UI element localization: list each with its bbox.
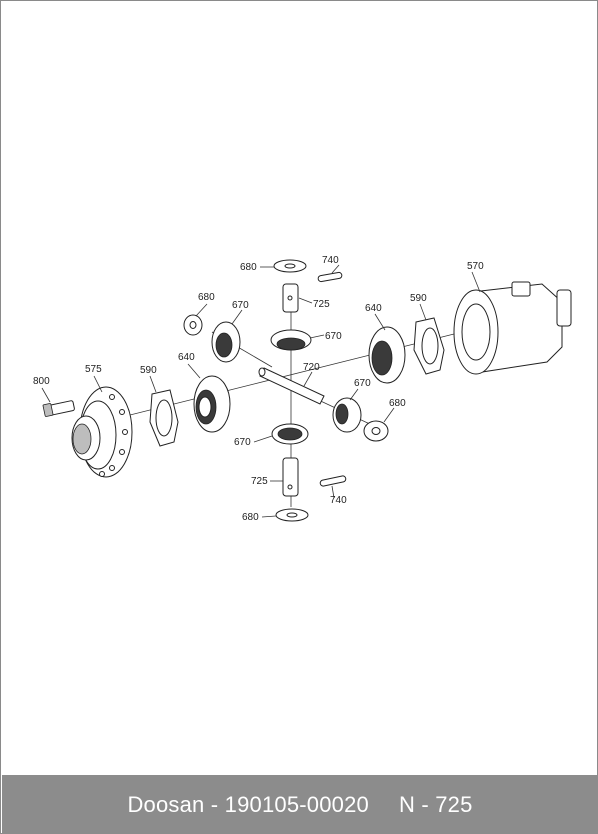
callout-575: 575 bbox=[85, 364, 102, 375]
part-680-right-washer bbox=[363, 420, 389, 442]
part-640-right-gear bbox=[368, 326, 406, 384]
part-725-bottom-shaft bbox=[282, 457, 299, 497]
callout-590-right: 590 bbox=[410, 293, 427, 304]
part-640-left-gear bbox=[193, 375, 231, 433]
callout-670-right: 670 bbox=[354, 378, 371, 389]
callout-670-left: 670 bbox=[232, 300, 249, 311]
callout-670-bottom: 670 bbox=[234, 437, 251, 448]
callout-800: 800 bbox=[33, 376, 50, 387]
callout-leaders bbox=[41, 264, 481, 518]
callout-680-bottom: 680 bbox=[242, 512, 259, 523]
part-800-bolt bbox=[42, 400, 75, 417]
exploded-parts-diagram: 680 740 725 570 680 670 640 590 670 720 … bbox=[33, 255, 572, 523]
callout-725-top: 725 bbox=[313, 299, 330, 310]
callout-680-top: 680 bbox=[240, 262, 257, 273]
callout-725-bottom: 725 bbox=[251, 476, 268, 487]
part-570-case bbox=[453, 281, 572, 375]
part-670-top-pinion bbox=[270, 329, 312, 351]
part-725-top-shaft bbox=[282, 283, 299, 313]
callout-740-top: 740 bbox=[322, 255, 339, 266]
part-680-top-washer bbox=[273, 259, 307, 273]
footer-bar: Doosan - 190105-00020 N - 725 bbox=[2, 775, 598, 834]
footer-ref: N - 725 bbox=[398, 791, 473, 817]
callout-570: 570 bbox=[467, 261, 484, 272]
part-680-bottom-washer bbox=[275, 508, 309, 522]
part-590-right-plate bbox=[413, 317, 445, 375]
part-670-left-pinion bbox=[211, 321, 241, 363]
footer-brand-part: Doosan - 190105-00020 bbox=[127, 791, 369, 817]
callout-720: 720 bbox=[303, 362, 320, 373]
part-575-flange bbox=[71, 386, 133, 478]
callout-640-left: 640 bbox=[178, 352, 195, 363]
part-590-left-plate bbox=[149, 389, 179, 447]
part-670-right-pinion bbox=[332, 397, 362, 433]
part-680-left-washer bbox=[183, 314, 203, 336]
part-720-cross-shaft bbox=[258, 367, 325, 405]
part-670-bottom-pinion bbox=[271, 423, 309, 445]
callout-670-top: 670 bbox=[325, 331, 342, 342]
callout-740-bottom: 740 bbox=[330, 495, 347, 506]
part-740-top-pin bbox=[317, 271, 343, 283]
callout-590-left: 590 bbox=[140, 365, 157, 376]
callout-640-right: 640 bbox=[365, 303, 382, 314]
callout-680-right: 680 bbox=[389, 398, 406, 409]
part-740-bottom-pin bbox=[319, 475, 347, 487]
callout-680-left: 680 bbox=[198, 292, 215, 303]
